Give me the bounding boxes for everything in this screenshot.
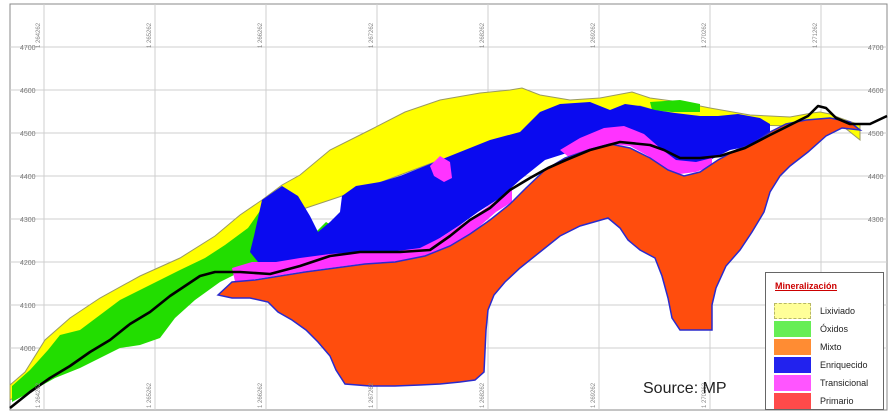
legend-swatch	[774, 303, 811, 319]
x-label-bottom: 1 268262	[480, 382, 486, 408]
y-label: 4600	[20, 88, 36, 95]
x-label-top: 1 267262	[369, 22, 375, 48]
y-label: 4400	[20, 174, 36, 181]
legend-item: Mixto	[774, 339, 882, 355]
x-label-top: 1 271262	[813, 22, 819, 48]
legend-label: Óxidos	[820, 324, 849, 334]
x-label-top: 1 269262	[591, 22, 597, 48]
y-label-right: 4300	[868, 217, 884, 224]
zone-oxidos	[12, 195, 280, 402]
x-label-bottom: 1 267262	[369, 382, 375, 408]
legend-label: Primario	[820, 396, 854, 406]
y-label: 4200	[20, 260, 36, 267]
source-caption: Source: MP	[643, 380, 727, 397]
legend-title: Mineralización	[775, 281, 838, 291]
zone-transicional	[232, 190, 512, 286]
zone-transicional-b	[430, 156, 452, 182]
legend-item: Lixiviado	[774, 303, 882, 319]
x-label-top: 1 268262	[480, 22, 486, 48]
legend-swatch	[774, 339, 811, 355]
y-label-right: 4700	[868, 45, 884, 52]
grid-lines	[10, 4, 887, 410]
y-label: 4500	[20, 131, 36, 138]
legend-swatch	[774, 321, 811, 337]
legend-label: Mixto	[820, 342, 842, 352]
x-label-top: 1 265262	[147, 22, 153, 48]
x-label-top: 1 266262	[258, 22, 264, 48]
legend-item: Transicional	[774, 375, 882, 391]
y-label-right: 4600	[868, 88, 884, 95]
x-axis-labels-top: 1 264262 1 265262 1 266262 1 267262 1 26…	[36, 22, 819, 48]
x-label-bottom: 1 264262	[36, 382, 42, 408]
y-axis-labels-left: 4700 4600 4500 4400 4300 4200 4100 4000	[20, 45, 36, 353]
legend-swatch	[774, 357, 811, 373]
legend-label: Enriquecido	[820, 360, 868, 370]
x-label-bottom: 1 270262	[702, 382, 708, 408]
y-label-right: 4500	[868, 131, 884, 138]
legend-item: Óxidos	[774, 321, 882, 337]
y-label: 4300	[20, 217, 36, 224]
x-label-bottom: 1 265262	[147, 382, 153, 408]
zone-transicional-c	[560, 126, 712, 174]
x-label-bottom: 1 266262	[258, 382, 264, 408]
y-label: 4100	[20, 303, 36, 310]
y-label: 4700	[20, 45, 36, 52]
mineralization-legend: Mineralización Lixiviado Óxidos Mixto En…	[765, 272, 884, 410]
y-label-right: 4400	[868, 174, 884, 181]
x-label-bottom: 1 269262	[591, 382, 597, 408]
zone-oxidos-c	[650, 100, 700, 112]
y-label: 4000	[20, 346, 36, 353]
mineral-zones	[9, 87, 863, 402]
legend-item: Primario	[774, 393, 882, 409]
x-label-top: 1 270262	[702, 22, 708, 48]
topography-line	[9, 104, 888, 410]
legend-swatch	[774, 393, 811, 409]
zone-primario	[216, 117, 863, 387]
x-axis-labels-bottom: 1 264262 1 265262 1 266262 1 267262 1 26…	[36, 382, 708, 408]
legend-item: Enriquecido	[774, 357, 882, 373]
legend-label: Lixiviado	[820, 306, 856, 316]
legend-label: Transicional	[820, 378, 869, 388]
legend-swatch	[774, 375, 811, 391]
y-axis-labels-right: 4700 4600 4500 4400 4300	[868, 45, 884, 224]
x-label-top: 1 264262	[36, 22, 42, 48]
